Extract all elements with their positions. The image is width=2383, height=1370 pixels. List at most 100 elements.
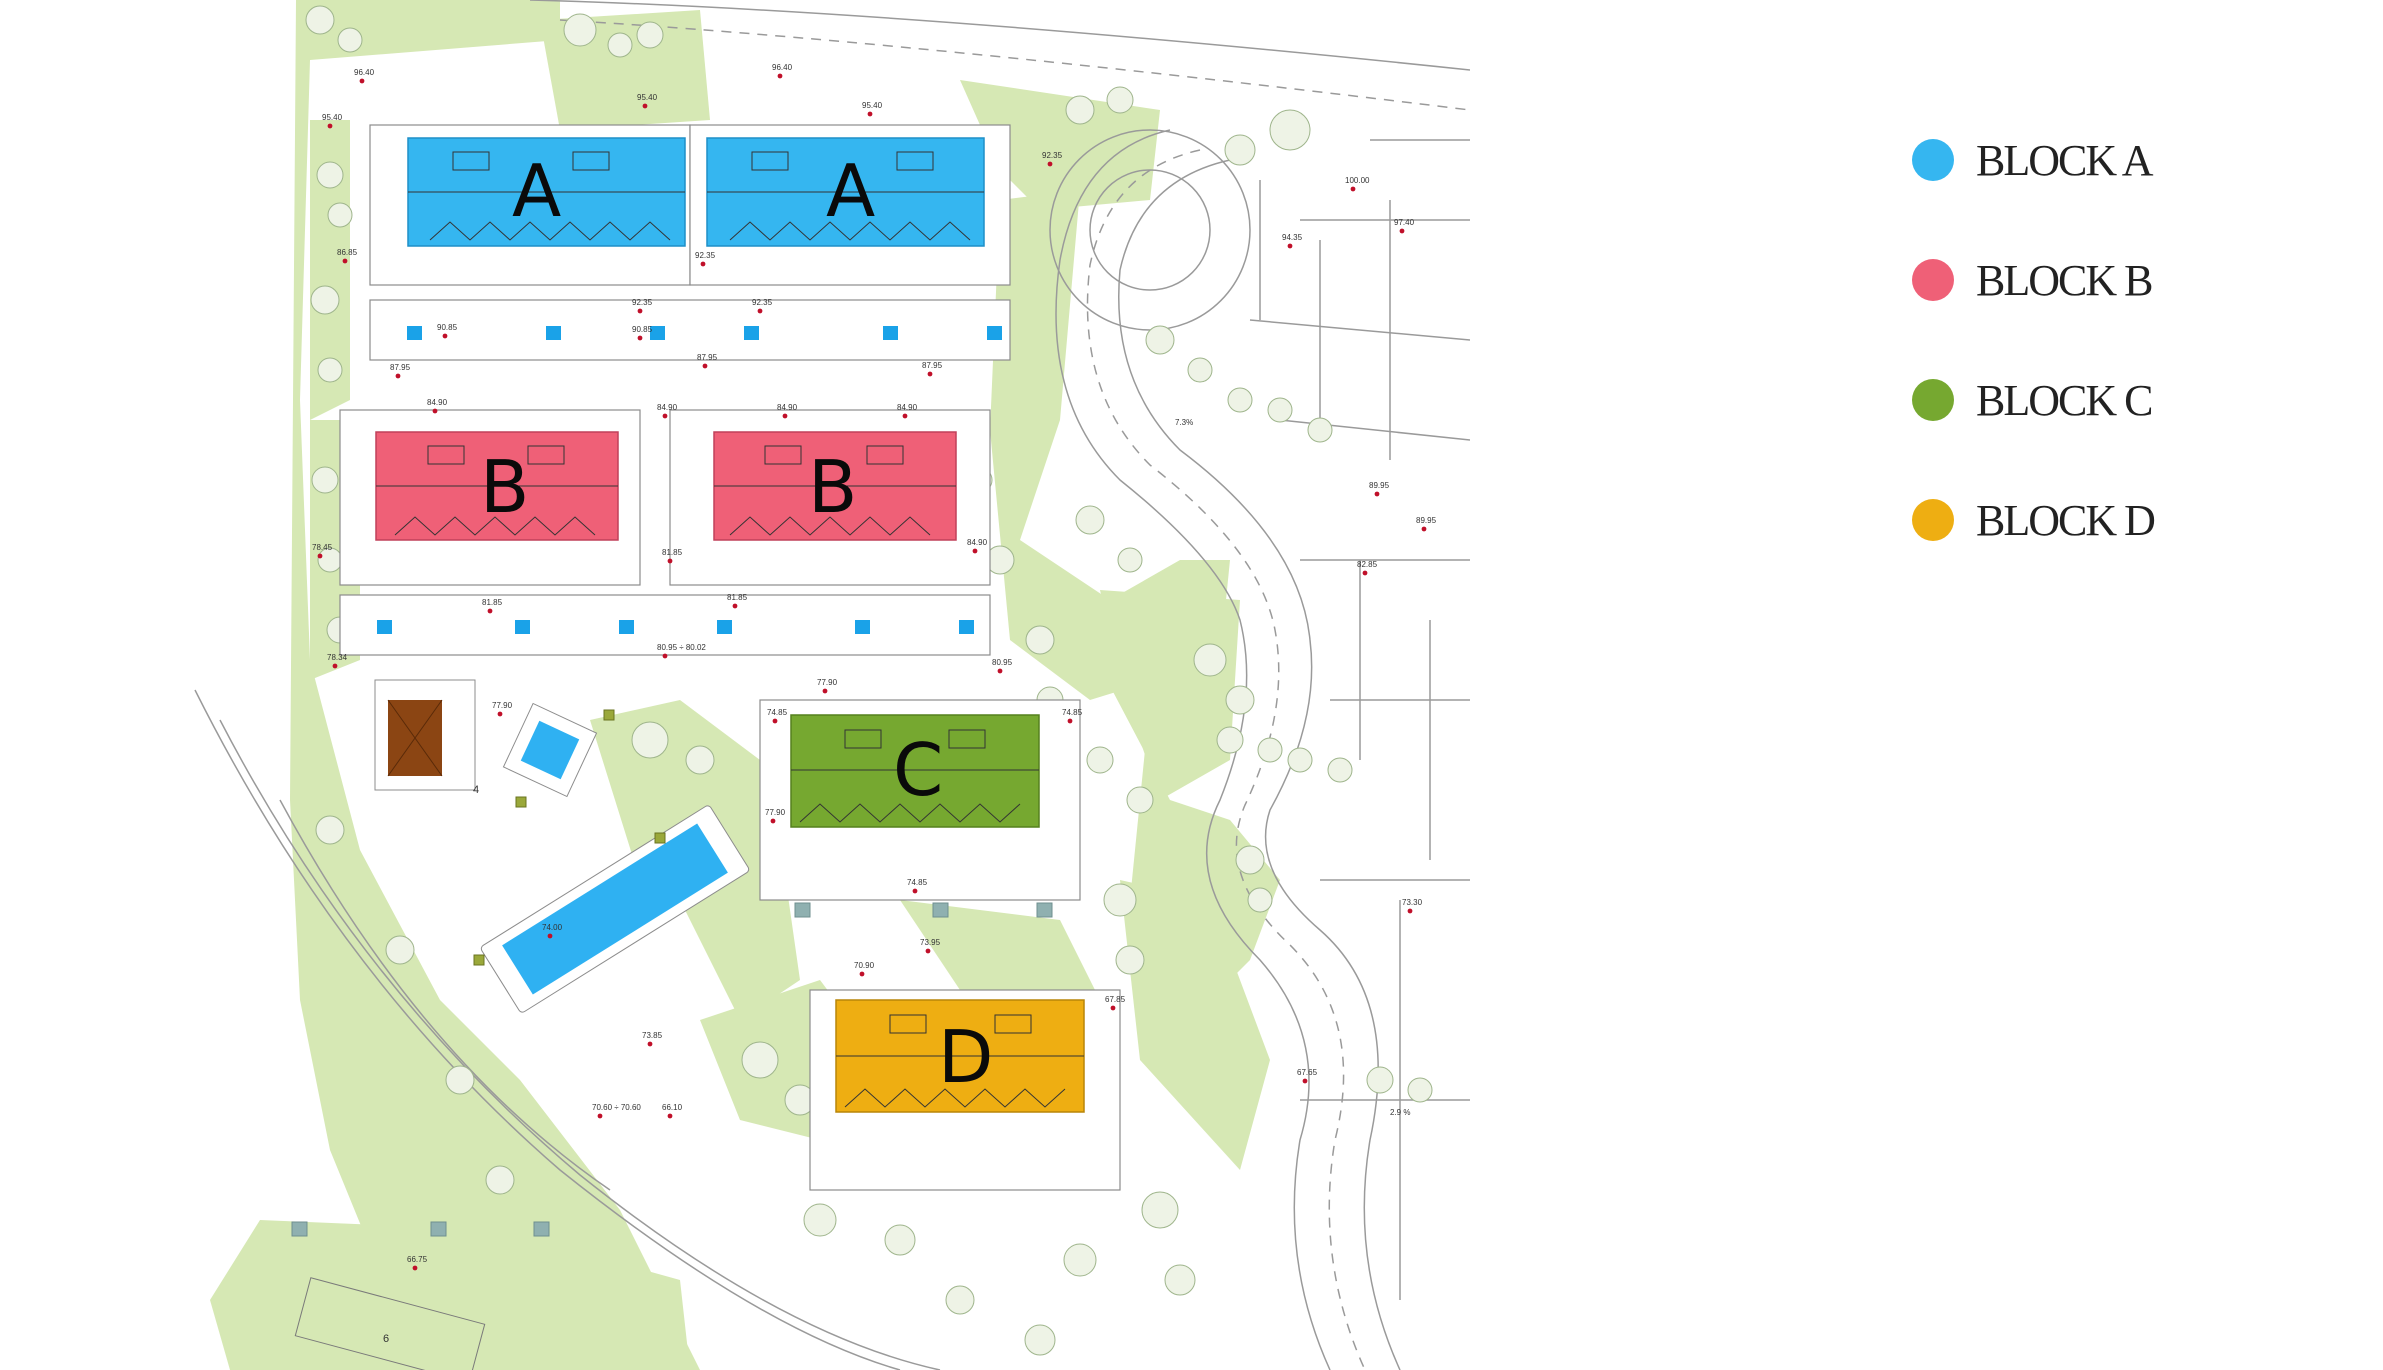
elevation-label: 67.65: [1297, 1068, 1318, 1077]
elevation-point: [667, 1113, 673, 1119]
elevation-point: [412, 1265, 418, 1271]
block-a-2-label: A: [826, 149, 876, 233]
elevation-label: 84.90: [777, 403, 798, 412]
elevation-label: 80.95 ÷ 80.02: [657, 643, 706, 652]
elevation-label: 92.35: [695, 251, 716, 260]
pool-large[interactable]: [480, 804, 750, 1013]
blue-tiles: [377, 326, 1002, 634]
elevation-label: 73.85: [642, 1031, 663, 1040]
elevation-label: 87.95: [697, 353, 718, 362]
elevation-point: [597, 1113, 603, 1119]
elevation-markers: 96.4095.4096.4095.4095.4092.3592.3586.85…: [312, 63, 1437, 1271]
elevation-point: [637, 335, 643, 341]
elevation-point: [925, 948, 931, 954]
trees: [305, 5, 1433, 1356]
elevation-label: 74.85: [767, 708, 788, 717]
elevation-point: [912, 888, 918, 894]
elevation-label: 78.45: [312, 543, 333, 552]
legend: BLOCK A BLOCK B BLOCK C BLOCK D: [1912, 130, 2156, 610]
elevation-point: [702, 363, 708, 369]
elevation-label: 77.90: [817, 678, 838, 687]
roads: [194, 0, 1470, 1370]
slope-label: 2.9 %: [1390, 1108, 1410, 1117]
elevation-label: 87.95: [922, 361, 943, 370]
legend-dot-icon: [1912, 499, 1954, 541]
elevation-label: 67.85: [1105, 995, 1126, 1004]
block-b-1-label: B: [480, 445, 530, 529]
elevation-point: [332, 663, 338, 669]
elevation-label: 84.90: [897, 403, 918, 412]
elevation-label: 73.95: [920, 938, 941, 947]
tennis-court[interactable]: [374, 679, 476, 791]
elevation-point: [777, 73, 783, 79]
legend-item-block-b[interactable]: BLOCK B: [1912, 250, 2154, 310]
slope-label: 7.3%: [1175, 418, 1193, 427]
roof-details: [376, 151, 1084, 1108]
elevation-label: 66.10: [662, 1103, 683, 1112]
elevation-point: [1421, 526, 1427, 532]
elevation-label: 70.60 ÷ 70.60: [592, 1103, 641, 1112]
area-number: 4: [473, 784, 479, 796]
legend-item-block-c[interactable]: BLOCK C: [1912, 370, 2154, 430]
elevation-label: 92.35: [1042, 151, 1063, 160]
elevation-point: [342, 258, 348, 264]
elevation-label: 89.95: [1369, 481, 1390, 490]
legend-dot-icon: [1912, 139, 1954, 181]
elevation-point: [497, 711, 503, 717]
elevation-point: [1302, 1078, 1308, 1084]
elevation-point: [1407, 908, 1413, 914]
pool-small[interactable]: [502, 702, 598, 798]
elevation-point: [782, 413, 788, 419]
elevation-point: [547, 933, 553, 939]
block-d-label: D: [938, 1015, 994, 1099]
slope-labels: 7.3% 2.9 %: [1175, 418, 1410, 1117]
elevation-point: [647, 1041, 653, 1047]
elevation-point: [667, 558, 673, 564]
elevation-label: 80.95: [992, 658, 1013, 667]
elevation-label: 94.35: [1282, 233, 1303, 242]
elevation-label: 95.40: [862, 101, 883, 110]
elevation-point: [772, 718, 778, 724]
elevation-label: 95.40: [322, 113, 343, 122]
elevation-point: [642, 103, 648, 109]
legend-label: BLOCK B: [1976, 255, 2153, 305]
sports-field: [294, 1277, 486, 1370]
elevation-point: [972, 548, 978, 554]
elevation-label: 81.85: [662, 548, 683, 557]
elevation-label: 81.85: [482, 598, 503, 607]
elevation-point: [997, 668, 1003, 674]
elevation-point: [1350, 186, 1356, 192]
olive-tiles: [473, 709, 666, 966]
block-c-label: C: [893, 728, 944, 812]
elevation-point: [732, 603, 738, 609]
elevation-label: 74.00: [542, 923, 563, 932]
elevation-label: 89.95: [1416, 516, 1437, 525]
elevation-label: 84.90: [967, 538, 988, 547]
elevation-point: [867, 111, 873, 117]
site-plan-map: 96.4095.4096.4095.4095.4092.3592.3586.85…: [194, 0, 1470, 1370]
elevation-label: 73.30: [1402, 898, 1423, 907]
elevation-point: [757, 308, 763, 314]
elevation-label: 74.85: [907, 878, 928, 887]
elevation-label: 96.40: [772, 63, 793, 72]
grey-tiles: [291, 902, 1053, 1237]
elevation-label: 97.40: [1394, 218, 1415, 227]
block-c[interactable]: [790, 714, 1040, 828]
block-b-2-label: B: [808, 445, 858, 529]
elevation-label: 96.40: [354, 68, 375, 77]
legend-label: BLOCK A: [1976, 135, 2153, 185]
legend-item-block-a[interactable]: BLOCK A: [1912, 130, 2154, 190]
elevation-point: [1110, 1005, 1116, 1011]
elevation-label: 82.85: [1357, 560, 1378, 569]
elevation-point: [927, 371, 933, 377]
legend-item-block-d[interactable]: BLOCK D: [1912, 490, 2156, 550]
elevation-point: [1374, 491, 1380, 497]
elevation-label: 100.00: [1345, 176, 1370, 185]
elevation-point: [859, 971, 865, 977]
elevation-point: [1287, 243, 1293, 249]
elevation-point: [442, 333, 448, 339]
elevation-point: [822, 688, 828, 694]
elevation-point: [662, 413, 668, 419]
block-a-1-label: A: [512, 149, 562, 233]
elevation-point: [700, 261, 706, 267]
